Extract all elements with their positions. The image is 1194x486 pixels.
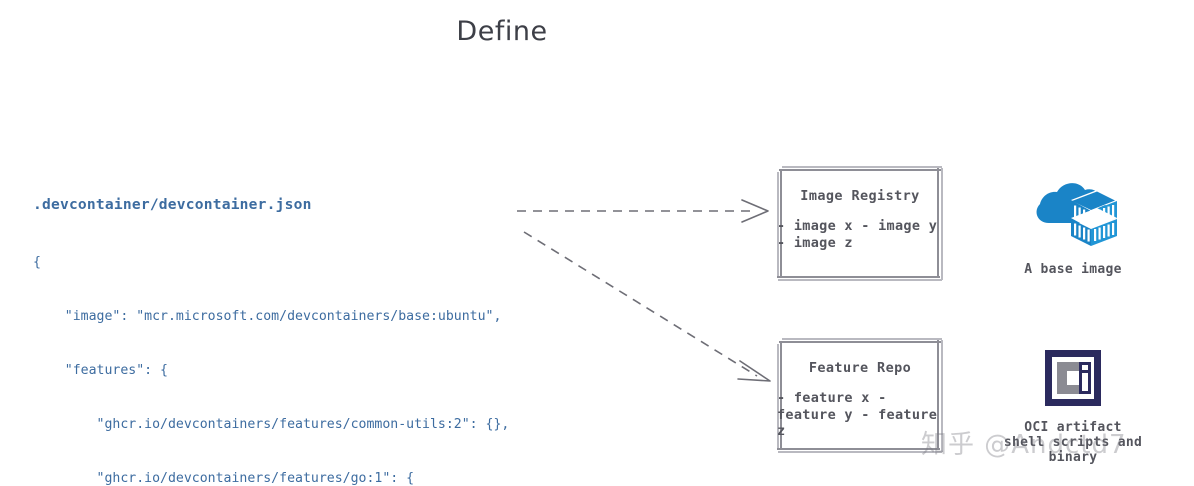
code-line: "ghcr.io/devcontainers/features/common-u… bbox=[33, 417, 510, 432]
feature-repo-content: Feature Repo - feature x - feature y - f… bbox=[777, 338, 943, 454]
devcontainer-json-code: .devcontainer/devcontainer.json { "image… bbox=[33, 160, 509, 486]
box-edge-bottom bbox=[777, 276, 940, 278]
image-registry-items: - image x - image y - image z bbox=[777, 218, 938, 251]
oci-artifact-caption: OCI artifact shell scripts and binary bbox=[1003, 420, 1143, 465]
box-edge-right bbox=[937, 338, 939, 450]
code-line: "ghcr.io/devcontainers/features/go:1": { bbox=[33, 471, 415, 486]
cloud-container-icon bbox=[1036, 183, 1117, 246]
box-edge-bottom bbox=[777, 448, 940, 450]
box-edge-left-shadow bbox=[777, 172, 779, 276]
box-edge-left bbox=[780, 169, 782, 277]
feature-repo-box: Feature Repo - feature x - feature y - f… bbox=[777, 338, 943, 454]
code-line: "image": "mcr.microsoft.com/devcontainer… bbox=[33, 309, 502, 324]
feature-repo-title: Feature Repo bbox=[808, 360, 912, 376]
code-line: { bbox=[33, 255, 41, 270]
image-registry-title: Image Registry bbox=[800, 188, 920, 204]
oci-artifact-icon-group: OCI artifact shell scripts and binary bbox=[1000, 350, 1146, 465]
base-image-caption: A base image bbox=[1024, 262, 1122, 277]
base-image-icon-group: A base image bbox=[1000, 178, 1146, 277]
box-edge-top bbox=[779, 169, 941, 171]
box-edge-left-shadow bbox=[777, 344, 779, 448]
feature-repo-items: - feature x - feature y - feature z bbox=[777, 390, 938, 439]
page-title: Define bbox=[456, 16, 548, 47]
image-registry-content: Image Registry - image x - image y - ima… bbox=[777, 166, 943, 282]
arrow-to-image-registry bbox=[517, 199, 769, 223]
zhihu-watermark: 知乎 @Andctd7 bbox=[921, 430, 1127, 460]
box-edge-right-shadow bbox=[941, 340, 943, 452]
box-edge-bottom-shadow bbox=[778, 451, 942, 453]
box-edge-top-shadow bbox=[782, 166, 942, 168]
arrow-to-feature-repo bbox=[523, 231, 771, 382]
box-edge-left bbox=[780, 341, 782, 449]
oci-artifact-icon bbox=[1045, 350, 1101, 406]
box-edge-bottom-shadow bbox=[778, 279, 942, 281]
code-filename: .devcontainer/devcontainer.json bbox=[33, 196, 312, 213]
box-edge-right-shadow bbox=[941, 168, 943, 280]
code-line: "features": { bbox=[33, 363, 168, 378]
box-edge-top bbox=[779, 341, 941, 343]
image-registry-box: Image Registry - image x - image y - ima… bbox=[777, 166, 943, 282]
box-edge-right bbox=[937, 166, 939, 278]
box-edge-top-shadow bbox=[782, 338, 942, 340]
